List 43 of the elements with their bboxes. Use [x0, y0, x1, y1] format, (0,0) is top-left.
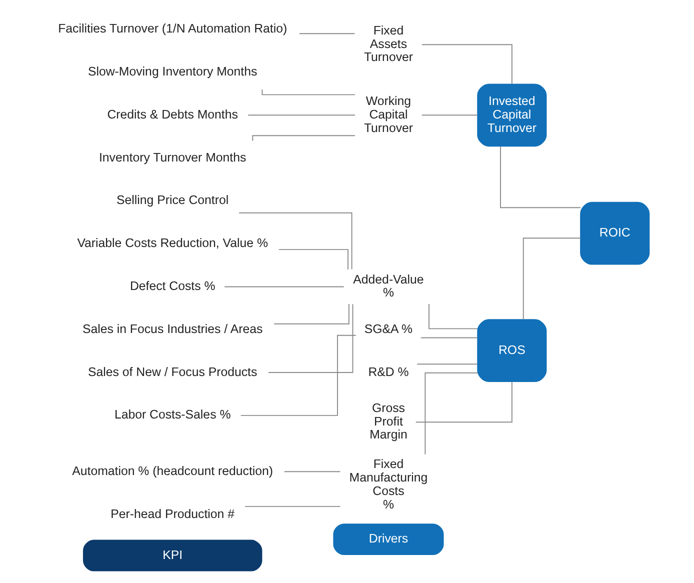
node-box: KPI — [82, 540, 262, 572]
node-text: Labor Costs-Sales % — [114, 408, 230, 422]
connector — [278, 249, 348, 270]
connector — [414, 381, 512, 423]
connector — [420, 114, 478, 116]
node-text: SG&A % — [364, 322, 412, 336]
node-text: R&D % — [368, 364, 408, 379]
node-text: Sales of New / Focus Products — [87, 364, 257, 379]
node-text: Fixed Manufacturing Costs % — [348, 457, 428, 512]
node-text: Automation % (headcount reduction) — [72, 464, 273, 478]
connector — [500, 146, 581, 208]
connector — [268, 304, 353, 373]
node-text: Slow-Moving Inventory Months — [87, 64, 257, 79]
node-text: Variable Costs Reduction, Value % — [76, 236, 268, 250]
node-text: Working Capital Turnover — [363, 94, 413, 135]
node-text: Fixed Assets Turnover — [363, 24, 413, 64]
connector — [283, 471, 340, 472]
node-text: Gross Profit Margin — [369, 400, 407, 442]
node-box: Invested Capital Turnover — [476, 84, 546, 147]
connector — [420, 337, 478, 338]
node-text: Defect Costs % — [129, 278, 215, 293]
connector — [273, 304, 349, 324]
connector — [238, 212, 352, 270]
connector — [428, 304, 478, 330]
node-text: Inventory Turnover Months — [98, 150, 246, 164]
node-text: Selling Price Control — [116, 193, 228, 208]
connector — [298, 33, 355, 34]
connector — [244, 506, 340, 507]
connector — [224, 286, 344, 288]
node-text: Credits & Debts Months — [106, 107, 238, 122]
node-box: ROIC — [580, 202, 650, 265]
node-box: ROS — [476, 319, 546, 382]
connector — [522, 238, 581, 320]
node-text: Per-head Production # — [110, 506, 234, 521]
node-text: Added-Value % — [352, 272, 424, 300]
connector — [420, 44, 512, 84]
node-box: Drivers — [332, 524, 444, 556]
connector — [240, 334, 356, 416]
node-text: Facilities Turnover (1/N Automation Ratio) — [58, 22, 287, 36]
connector — [424, 372, 478, 455]
connector — [416, 364, 478, 365]
node-text: Sales in Focus Industries / Areas — [82, 322, 262, 336]
connector — [247, 114, 355, 116]
